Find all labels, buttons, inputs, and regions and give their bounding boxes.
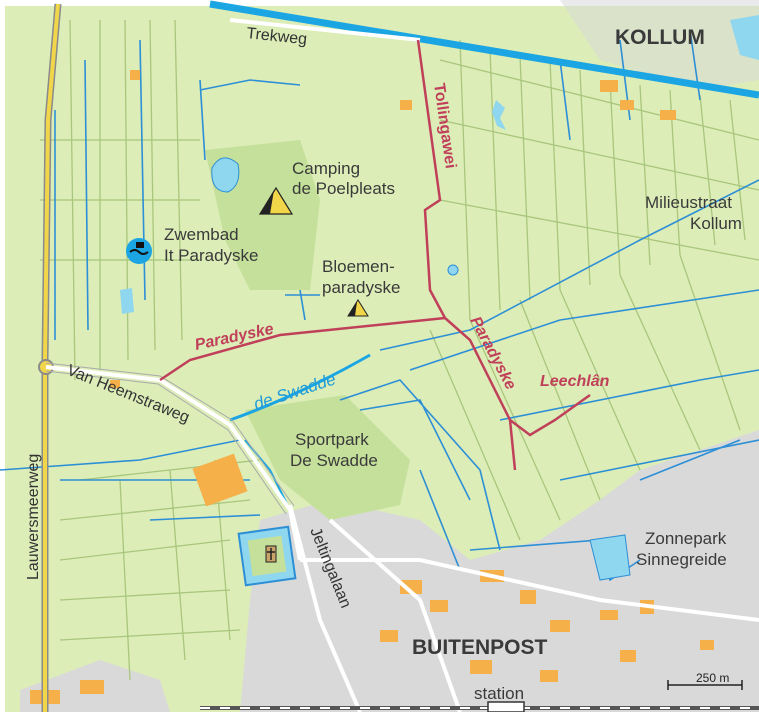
sportpark-area [245,395,410,520]
station-building [487,701,525,712]
poi-label-zonnepark-1: Zonnepark [645,529,727,548]
camping-icon[interactable] [258,186,294,215]
route-label-leechlan: Leechlân [540,373,610,390]
poi-label-milieu-1: Milieustraat [645,193,732,212]
cycle-route[interactable] [159,39,591,471]
town-label-buitenpost: BUITENPOST [412,636,548,659]
town-label-kollum: KOLLUM [615,26,705,49]
poi-label-camping-1: Camping [292,159,360,178]
field-boundaries [40,19,759,681]
scale-label: 250 m [696,671,729,685]
camping-small-icon[interactable] [347,299,369,317]
poi-label-camping-2: de Poelpleats [292,179,395,198]
poi-label-zwembad-2: It Paradyske [164,246,259,265]
local-road-edges [45,362,295,515]
swimming-pool-icon[interactable] [126,238,152,264]
poi-label-bloemen-1: Bloemen- [322,257,395,276]
pond-zwembad [120,288,134,314]
buildings [30,70,714,704]
poi-label-zwembad-1: Zwembad [164,225,239,244]
left-margin [0,0,5,712]
lauwersmeerweg-road [43,3,60,712]
canal-de-swadde [229,353,371,422]
top-margin [0,0,759,6]
pond-zonnepark [589,534,631,581]
church-icon[interactable] [265,545,277,563]
local-roads [45,18,759,712]
scale-bar: 250 m [667,671,743,690]
poi-label-station: station [474,684,524,703]
pond-kollum [730,15,759,60]
poi-label-zonnepark-2: Sinnegreide [636,550,727,569]
poi-label-bloemen-2: paradyske [322,278,400,297]
poi-label-sportpark-1: Sportpark [295,430,369,449]
pond-north [492,100,506,130]
road-label-trekweg: Trekweg [246,25,308,48]
urban-area-kollum [560,0,759,90]
road-label-lauwersmeerweg: Lauwersmeerweg [25,454,42,580]
pond-tollingawei [447,264,459,276]
ditches [0,29,759,582]
poi-label-sportpark-2: De Swadde [290,451,378,470]
pond-camping [211,157,240,193]
poi-label-milieu-2: Kollum [690,214,742,233]
canal-north [209,0,759,99]
